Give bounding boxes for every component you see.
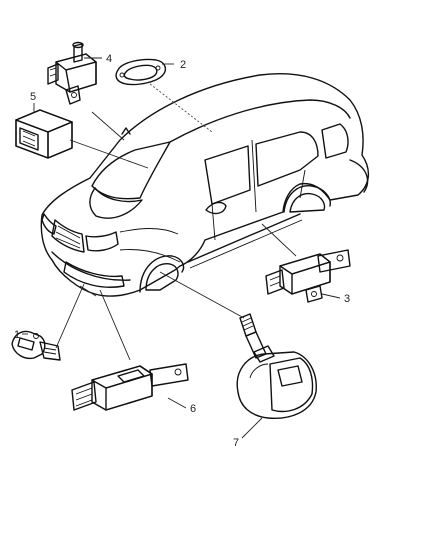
callout-7: 7 xyxy=(233,437,239,449)
leader-part-7 xyxy=(241,417,263,439)
connector-6-vehicle-b xyxy=(79,285,97,297)
vehicle-illustration xyxy=(40,73,369,297)
callout-1: 1 xyxy=(14,329,20,341)
connector-4-vehicle xyxy=(91,111,125,141)
tire-pressure-sensor-icon xyxy=(236,313,317,419)
connector-3-vehicle xyxy=(261,223,297,257)
callout-3: 3 xyxy=(344,293,350,305)
callout-4: 4 xyxy=(106,53,112,65)
connector-1-vehicle xyxy=(55,283,85,349)
connector-5-vehicle xyxy=(69,139,149,169)
key-fob-icon xyxy=(11,330,61,361)
leader-lines xyxy=(22,57,341,439)
callout-2: 2 xyxy=(180,59,186,71)
pressure-sensor-icon xyxy=(47,41,97,105)
control-module-icon xyxy=(15,109,73,159)
side-sensor-icon xyxy=(265,249,351,303)
connector-7-vehicle xyxy=(159,271,245,319)
callout-6: 6 xyxy=(190,403,196,415)
leader-part-6 xyxy=(167,397,187,409)
gasket-icon xyxy=(115,58,167,86)
leader-part-3 xyxy=(321,293,341,299)
front-impact-sensor-icon xyxy=(71,363,189,411)
connector-6-vehicle-a xyxy=(99,289,131,361)
callout-5: 5 xyxy=(30,91,36,103)
connector-2-vehicle xyxy=(149,83,213,133)
